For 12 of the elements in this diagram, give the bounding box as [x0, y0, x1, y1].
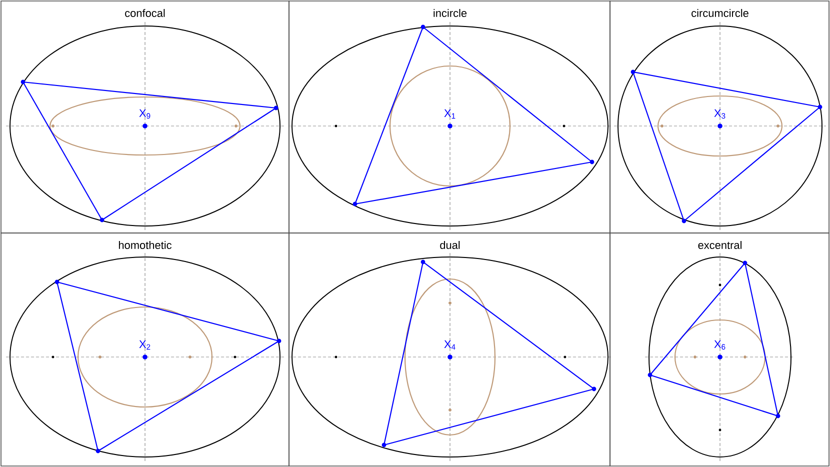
panel-title: excentral: [698, 240, 742, 250]
panel-title: dual: [440, 240, 460, 250]
center-label: X$_{4}$: [444, 340, 456, 350]
panel-title: homothetic: [118, 240, 172, 250]
panel-title: circumcircle: [692, 8, 748, 18]
panel-title: confocal: [125, 8, 165, 18]
center-label: X$_{2}$: [139, 340, 150, 350]
center-label: X$_{6}$: [714, 340, 726, 350]
panel-title: incircle: [434, 8, 467, 18]
center-label: X$_{1}$: [444, 109, 456, 119]
center-label: X$_{3}$: [714, 109, 726, 119]
center-label: X$_{9}$: [139, 109, 150, 119]
